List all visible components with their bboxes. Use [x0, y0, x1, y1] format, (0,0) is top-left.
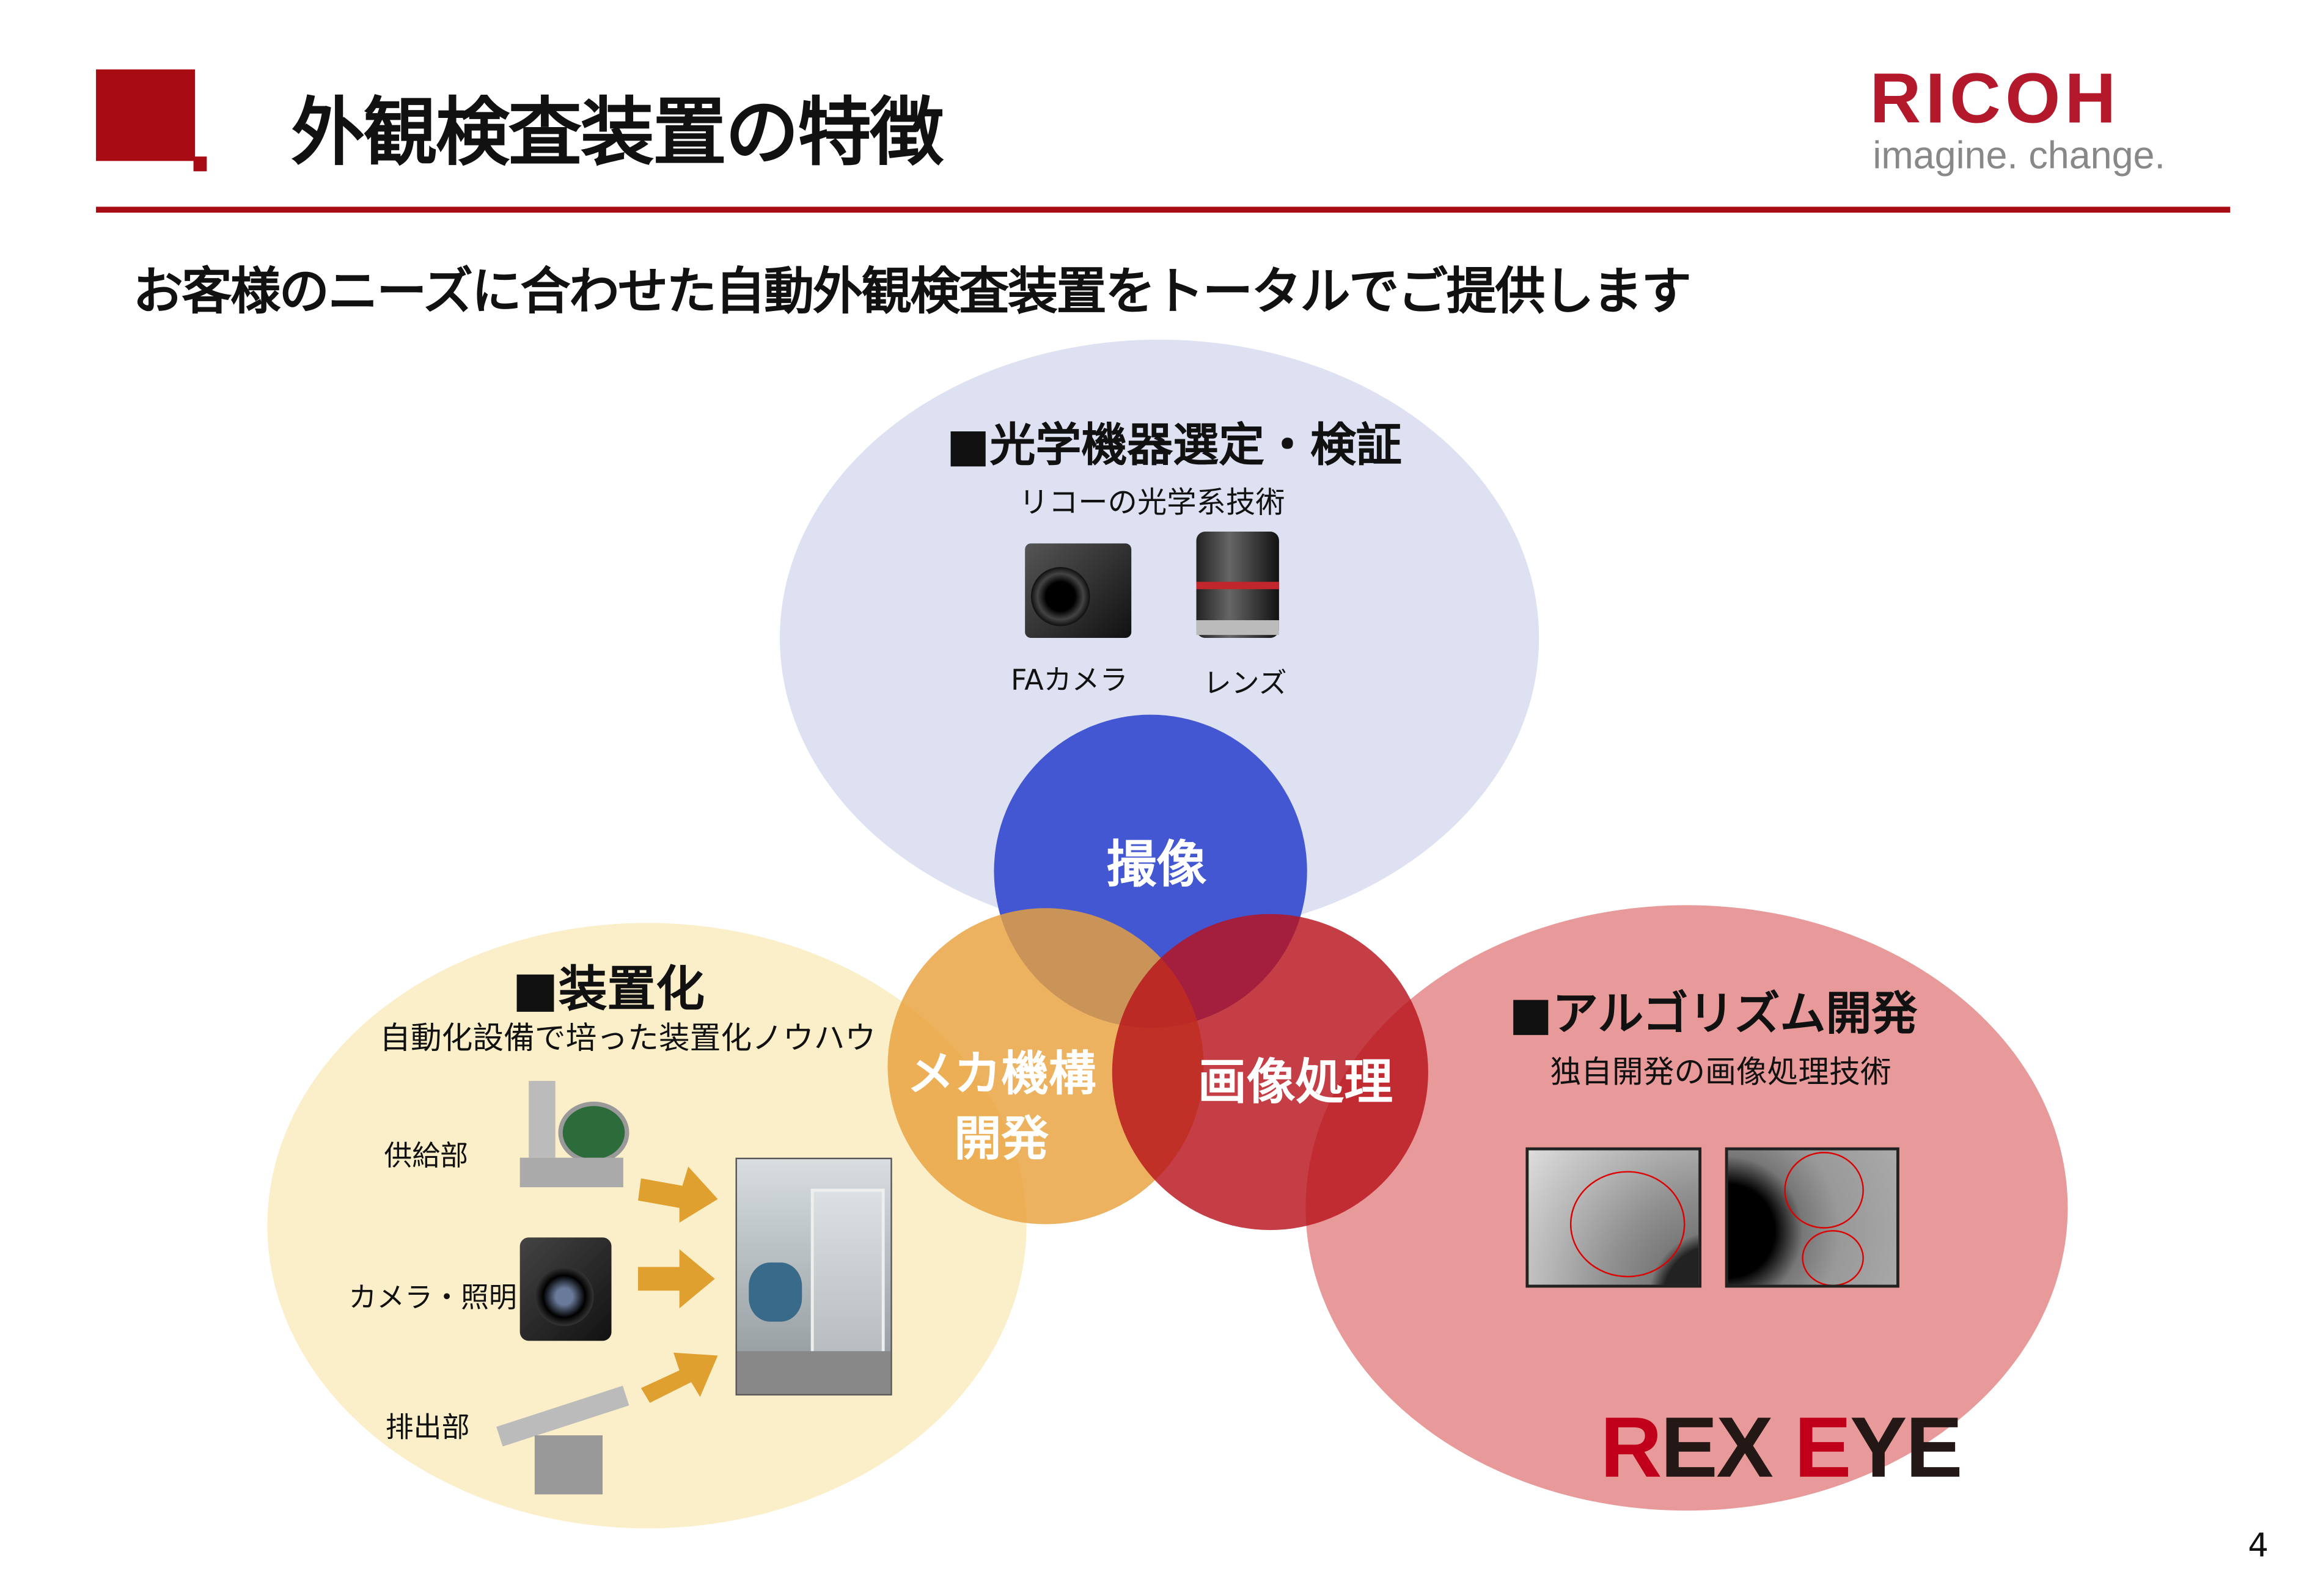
inspection-machine-photo — [735, 1157, 892, 1396]
mechanical-circle — [887, 908, 1204, 1224]
rex-eye-logo-ex: EX — [1660, 1400, 1794, 1496]
page-number: 4 — [2248, 1528, 2269, 1565]
algorithm-subtitle: 独自開発の画像処理技術 — [1550, 1054, 1891, 1090]
optics-subtitle: リコーの光学系技術 — [1019, 484, 1285, 520]
camera-lighting-image — [519, 1237, 612, 1341]
optics-title: ■光学機器選定・検証 — [946, 419, 1402, 473]
mechanical-label-line2: 開発 — [954, 1110, 1049, 1167]
device-subtitle: 自動化設備で培った装置化ノウハウ — [380, 1020, 876, 1056]
lens-label: レンズ — [1203, 667, 1287, 700]
imaging-label: 撮像 — [1106, 835, 1207, 895]
ricoh-tagline: imagine. change. — [1873, 133, 2165, 178]
page-title: 外観検査装置の特徴 — [291, 90, 944, 176]
camera-lighting-label: カメラ・照明 — [348, 1281, 517, 1314]
lens-image — [1196, 532, 1279, 639]
arrow-icon — [640, 1352, 718, 1403]
device-title: ■装置化 — [512, 959, 705, 1018]
ricoh-logo: RICOH — [1869, 60, 2121, 139]
defect-sample-image-1 — [1525, 1147, 1702, 1288]
ejector-image — [490, 1361, 635, 1497]
slide-subtitle: お客様のニーズに合わせた自動外観検査装置をトータルでご提供します — [133, 263, 1692, 322]
feeder-label: 供給部 — [384, 1140, 469, 1173]
fa-camera-label: FAカメラ — [1011, 664, 1128, 697]
arrow-icon — [638, 1249, 715, 1309]
rex-eye-logo-e: E — [1794, 1400, 1851, 1496]
ejector-label: 排出部 — [385, 1411, 470, 1444]
algorithm-title: ■アルゴリズム開発 — [1509, 987, 1918, 1041]
header-divider — [96, 207, 2231, 213]
processing-circle — [1112, 913, 1428, 1231]
rex-eye-logo-r: R — [1600, 1400, 1662, 1496]
fa-camera-image — [1025, 543, 1132, 639]
arrow-icon — [638, 1166, 718, 1223]
optics-ellipse — [780, 339, 1539, 937]
title-marker — [96, 69, 196, 161]
rex-eye-logo-ye: YE — [1850, 1400, 1963, 1496]
defect-sample-image-2 — [1725, 1147, 1899, 1288]
feeder-image — [514, 1081, 632, 1196]
mechanical-label-line1: メカ機構 — [906, 1045, 1096, 1102]
rex-eye-logo: REX EYE — [1511, 1300, 1963, 1596]
processing-label: 画像処理 — [1197, 1053, 1393, 1111]
title-marker-tab — [193, 156, 207, 172]
